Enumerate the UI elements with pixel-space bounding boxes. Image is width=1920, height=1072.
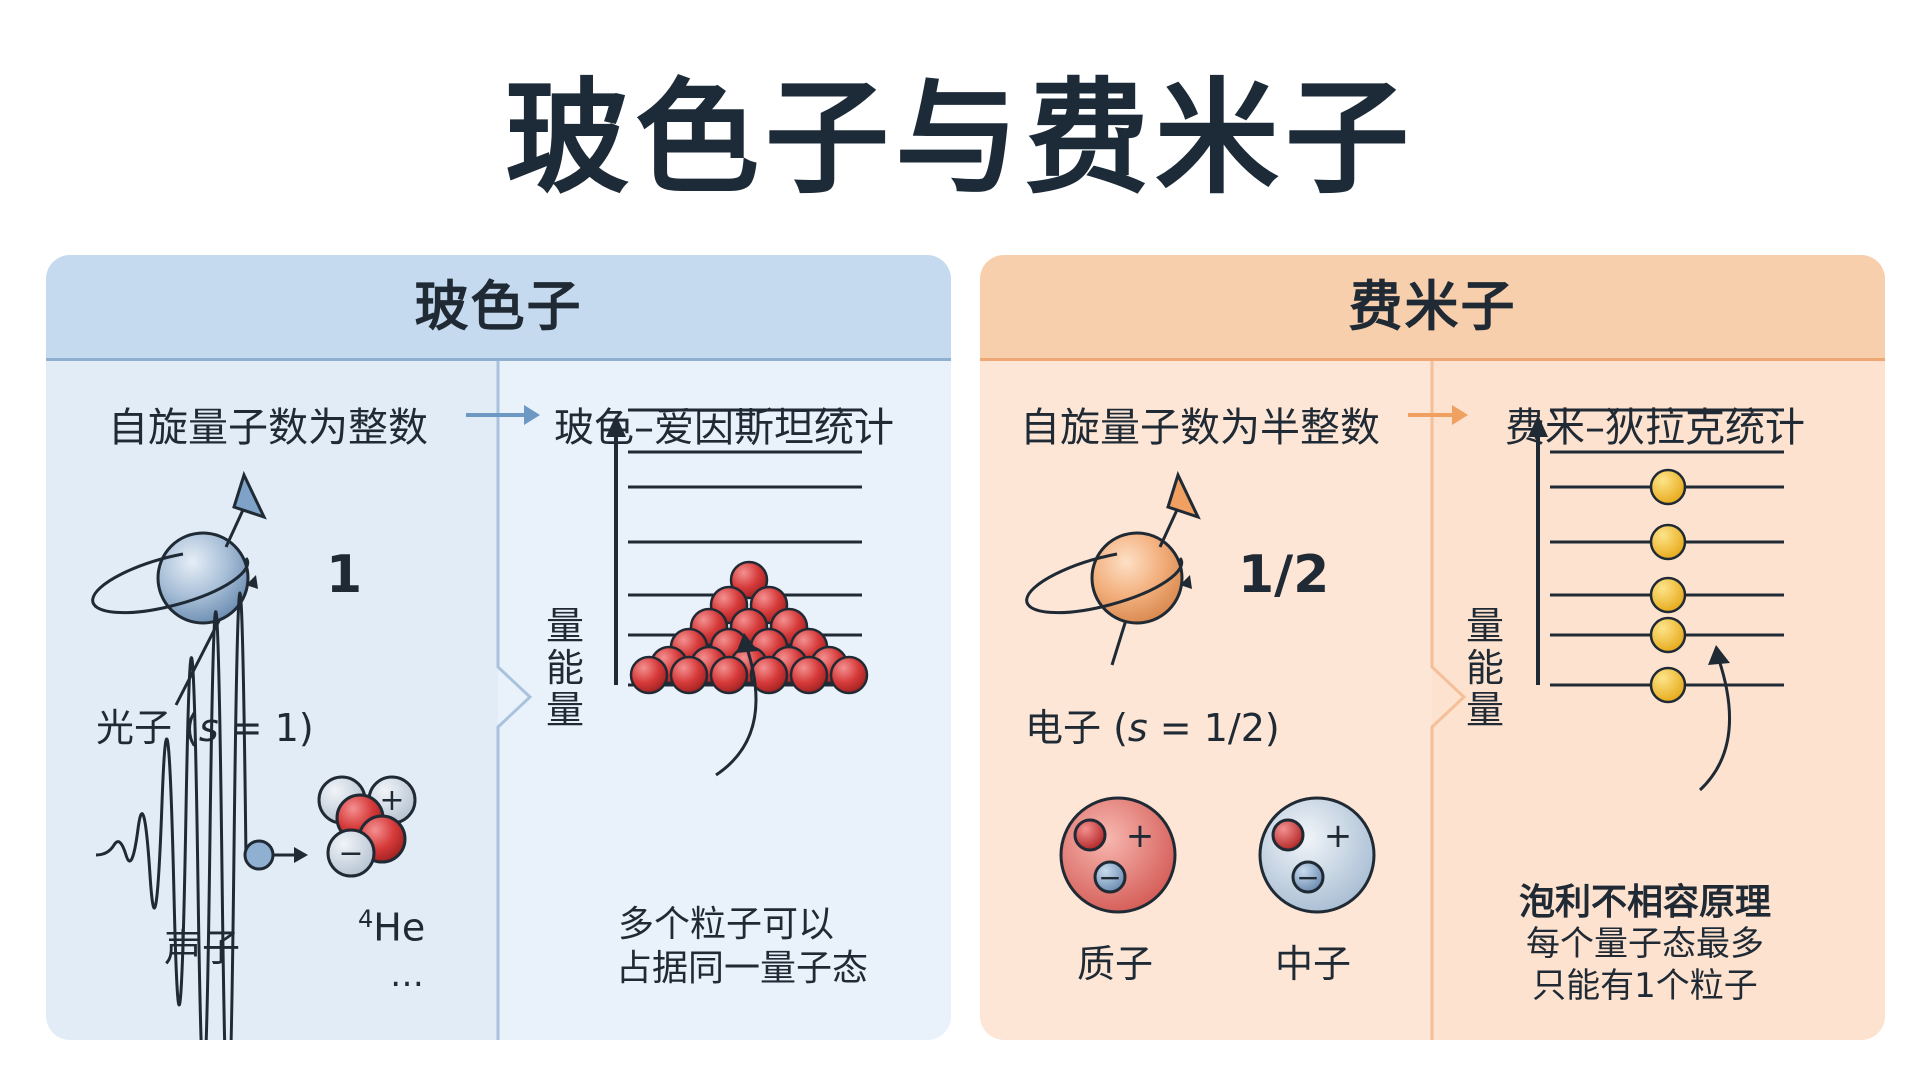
energy-axis (606, 415, 626, 685)
curved-arrow-icon (1698, 645, 1732, 792)
boson-particle-16 (629, 655, 669, 695)
fermion-divider (1430, 361, 1467, 1040)
nucleus-icon: + − (317, 775, 417, 878)
fermion-text-layer: 自旋量子数为半整数 费米–狄拉克统计 1/2 电子 (s = 1/2) 质子 中… (980, 255, 1885, 1040)
boson-particle-20 (789, 655, 829, 695)
electron-label: 电子 (s = 1/2) (1025, 706, 1280, 750)
rotation-arrow-icon (246, 575, 258, 589)
neutron-label: 中子 (1275, 942, 1352, 986)
svg-text:−: − (1098, 861, 1121, 894)
fermion-particle-3 (1649, 576, 1687, 614)
pauli-principle-text: 每个量子态最多只能有1个粒子 (1526, 924, 1764, 1006)
fermion-particle-4 (1649, 616, 1687, 654)
boson-rule-left: 自旋量子数为整数 (108, 405, 428, 451)
svg-text:−: − (338, 836, 363, 871)
boson-panel: 玻色子 (46, 255, 951, 1040)
boson-particle-19 (749, 655, 789, 695)
boson-header: 玻色子 (46, 255, 951, 361)
helium-label: 4He (358, 905, 426, 950)
fermion-particle-2 (1649, 523, 1687, 561)
boson-text-layer: 自旋量子数为整数 玻色–爱因斯坦统计 1 光子 (s = 1) 声子 4He …… (46, 255, 951, 1040)
boson-ellipsis: … (390, 955, 424, 995)
svg-text:+: + (1324, 816, 1353, 856)
boson-particle-18 (709, 655, 749, 695)
electron-particle-icon (1025, 470, 1201, 666)
rotation-arrow-icon (1180, 575, 1192, 589)
svg-text:+: + (379, 783, 404, 818)
fermion-particle-5 (1649, 666, 1687, 704)
energy-axis (1528, 415, 1548, 685)
wave-icon (95, 591, 308, 1040)
boson-rule-right: 玻色–爱因斯坦统计 (554, 405, 894, 451)
fermion-rule-left: 自旋量子数为半整数 (1020, 405, 1380, 451)
boson-graphics: + − (91, 361, 869, 1040)
rule-arrow-icon (1408, 405, 1468, 425)
phonon-label: 声子 (164, 926, 241, 970)
boson-particle-1 (729, 560, 769, 600)
svg-text:−: − (1296, 861, 1319, 894)
photon-label: 光子 (s = 1) (96, 706, 314, 750)
boson-statistics-area (498, 361, 951, 1040)
boson-divider (496, 361, 533, 1040)
svg-text:+: + (1126, 816, 1155, 856)
page-title: 玻色子与费米子 (504, 67, 1415, 211)
fermion-axis-label: 量能量 (1466, 604, 1505, 732)
fermion-rule-right: 费米–狄拉克统计 (1505, 405, 1805, 451)
boson-particle-21 (829, 655, 869, 695)
boson-axis-label: 量能量 (546, 604, 585, 732)
boson-spin-value: 1 (326, 545, 363, 605)
boson-particle-17 (669, 655, 709, 695)
proton-icon: + − (1059, 796, 1177, 914)
neutron-icon: + − (1258, 796, 1376, 914)
fermion-panel: 费米子 (980, 255, 1885, 1040)
fermion-header: 费米子 (980, 255, 1885, 361)
boson-note: 多个粒子可以占据同一量子态 (616, 904, 869, 989)
proton-label: 质子 (1077, 942, 1154, 986)
fermion-particles (1649, 468, 1687, 704)
curved-arrow-icon (715, 633, 758, 777)
rule-arrow-icon (466, 405, 540, 425)
fermion-graphics: + − + − (1025, 361, 1784, 1040)
pauli-principle-title: 泡利不相容原理 (1518, 882, 1771, 923)
fermion-spin-value: 1/2 (1238, 545, 1330, 605)
fermion-particle-1 (1649, 468, 1687, 506)
